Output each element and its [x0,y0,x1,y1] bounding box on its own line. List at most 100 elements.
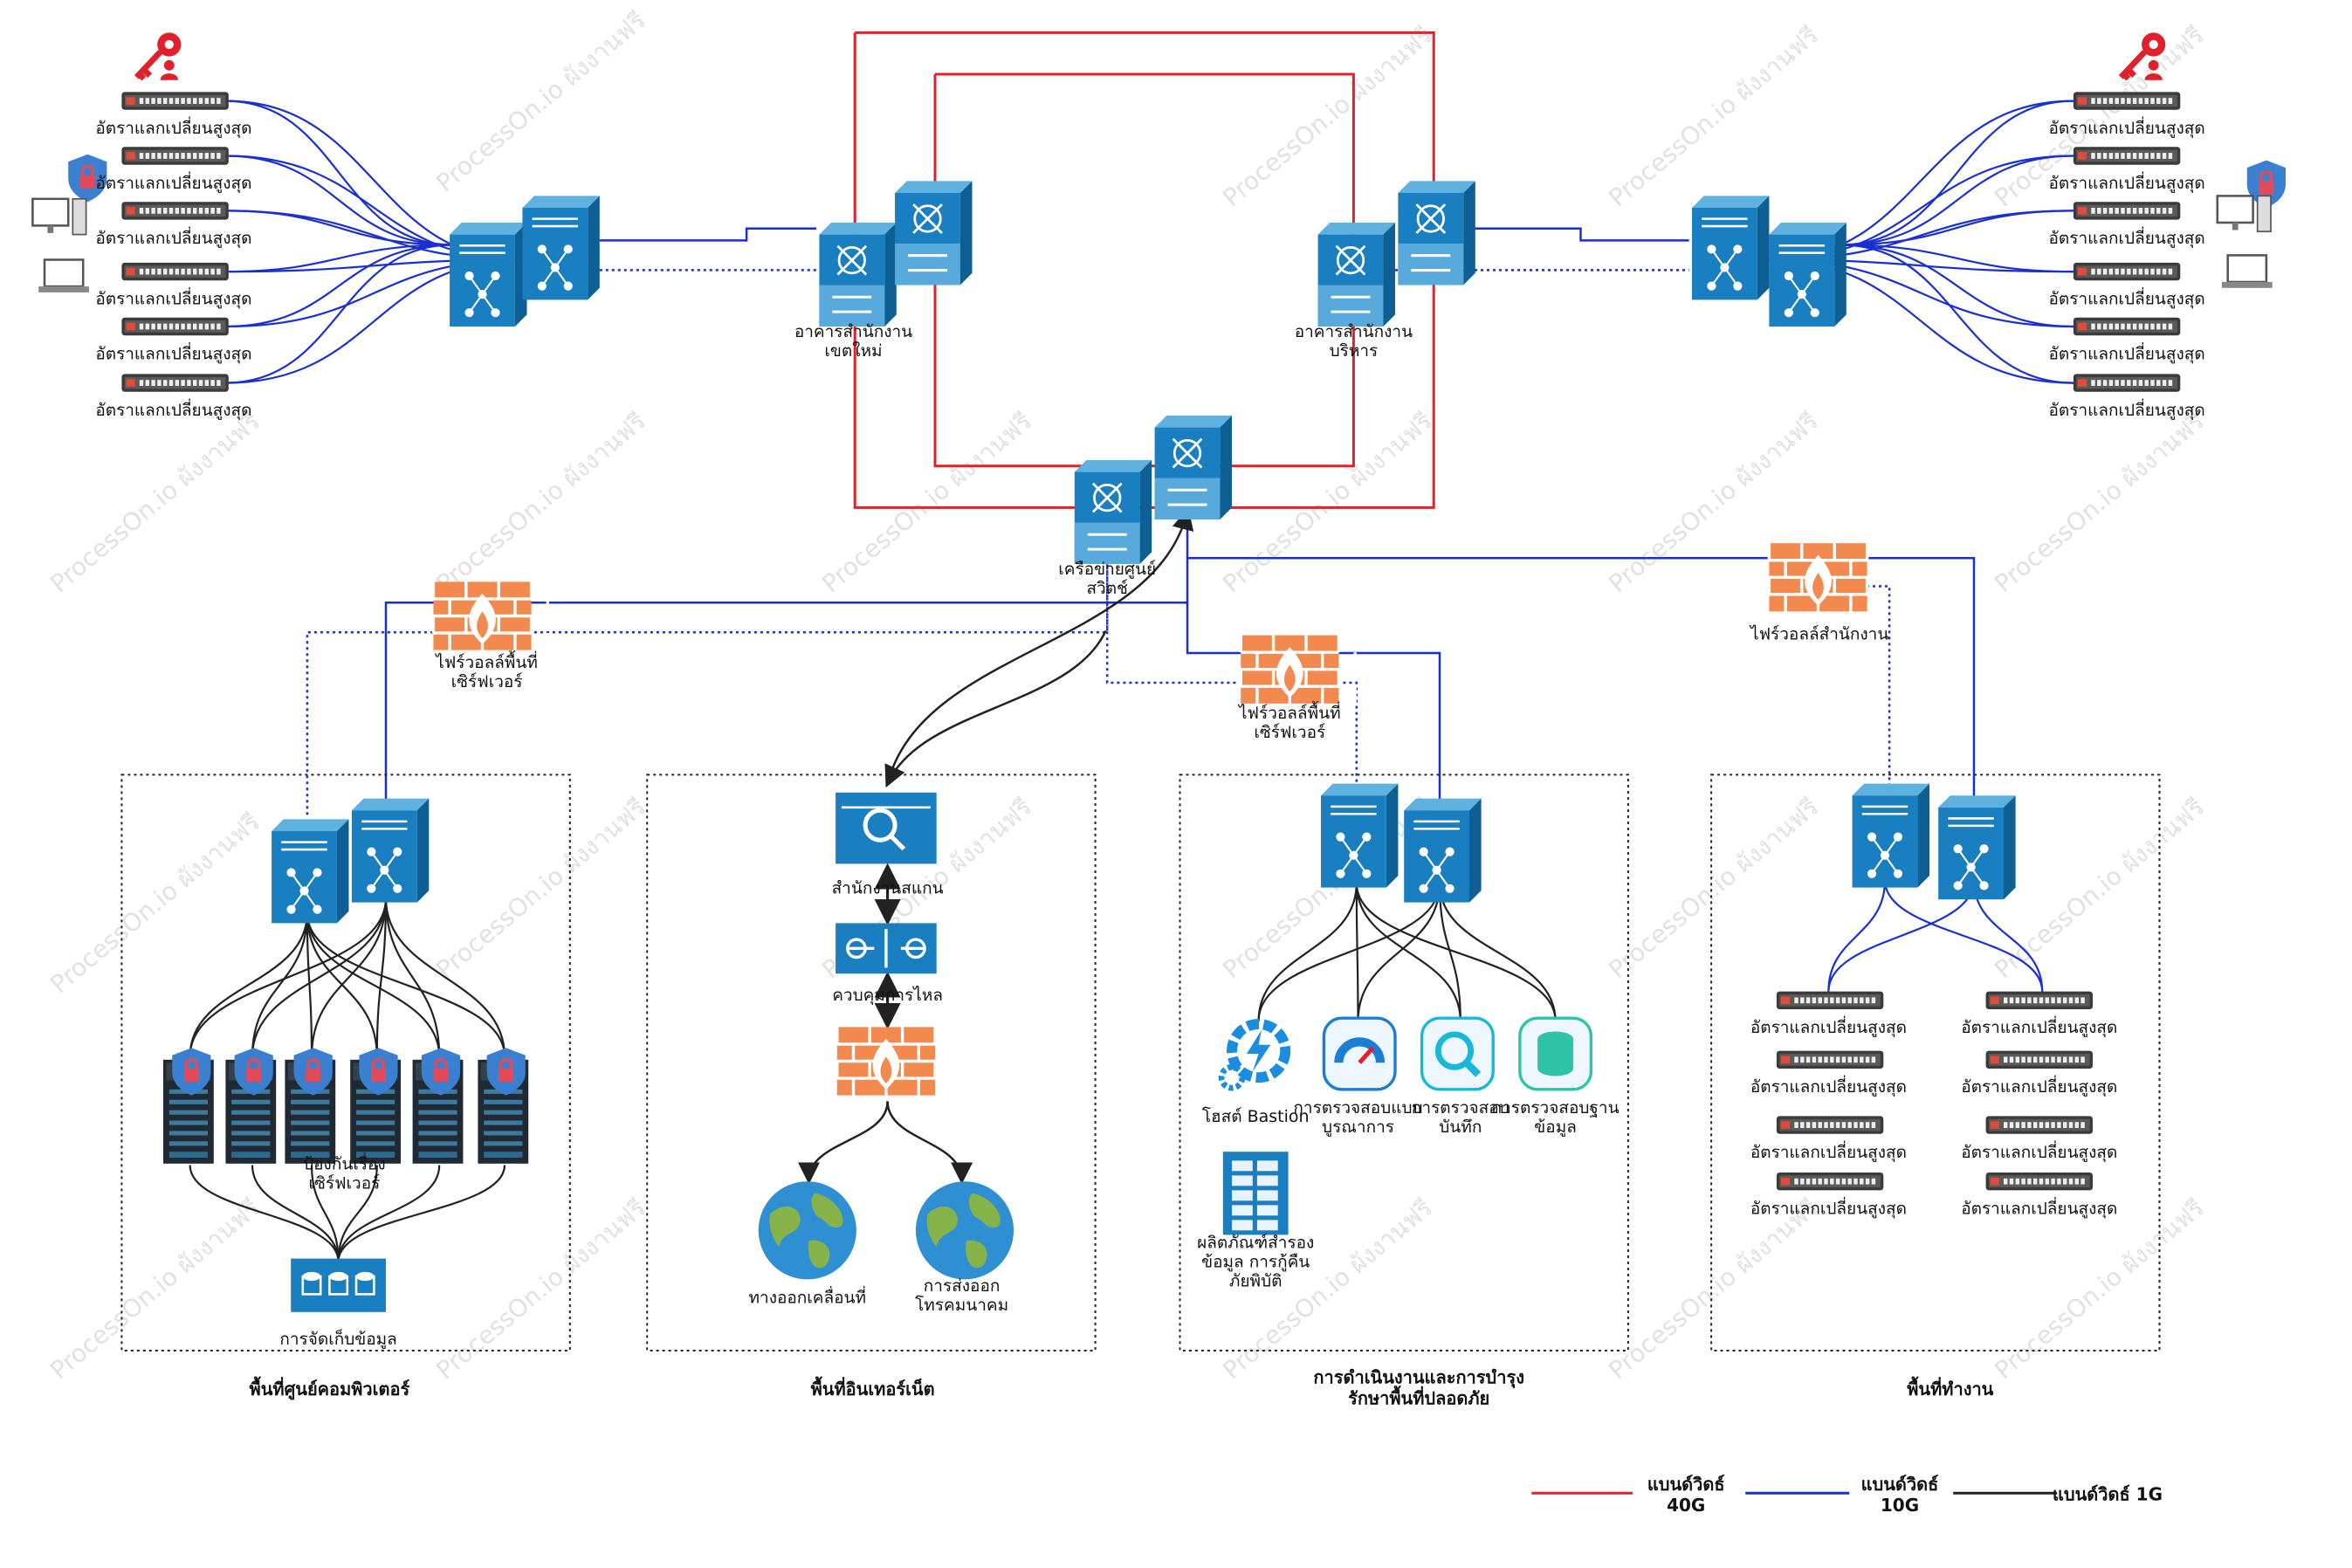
key-icon [134,32,182,81]
workarea-access-switch [1985,1050,2093,1069]
ops-switch-1 [1321,783,1399,888]
access-switch-right [2073,92,2181,110]
laptop-icon [2221,254,2273,288]
access-switch-label: อัตราแลกเปลี่ยนสูงสุด [2049,116,2205,139]
access-switch-label: อัตราแลกเปลี่ยนสูงสุด [2049,171,2205,194]
access-switch-right [2073,374,2181,392]
database-audit-label: การตรวจสอบฐานข้อมูล [1492,1098,1620,1137]
workarea-access-switch [1776,1116,1884,1134]
mobile-exit-label: ทางออกเคลื่อนที่ [749,1286,867,1308]
zone-title-datacenter: พื้นที่ศูนย์คอมพิวเตอร์ [250,1376,410,1401]
watermark-text: ProcessOn.io ผังงานฟรี [1989,407,2210,599]
connection-lines [189,31,2073,1495]
workarea-switch-label: อัตราแลกเปลี่ยนสูงสุด [1750,1197,1907,1220]
workarea-access-switch [1985,991,2093,1009]
workarea-switch-label: อัตราแลกเปลี่ยนสูงสุด [1961,1140,2117,1163]
legend-label: แบนด์วิดธ์ 1G [2053,1484,2163,1505]
desktop-pc-icon [31,197,87,236]
labels-layer: อัตราแลกเปลี่ยนสูงสุดอัตราแลกเปลี่ยนสูงส… [95,116,2204,1516]
link-1g-internet [884,629,1107,788]
link-1g-datacenter-server [251,897,388,1057]
firewall-label-server-mid: ไฟร์วอลล์พื้นที่เซิร์ฟเวอร์ [1237,701,1341,742]
firewall-server-area-left [431,581,549,650]
aggregation-switch-left-1 [450,223,527,327]
firewall-label-office: ไฟร์วอลล์สำนักงาน [1749,625,1888,644]
scanner-device-icon [836,792,937,864]
server-lock-icon [293,1048,333,1096]
link-10g-left-access [225,100,453,246]
link-1g-ops [1355,883,1557,1021]
core-label-center: เครือข่ายศูนย์สวิตช์ [1058,560,1156,598]
workarea-switch-label: อัตราแลกเปลี่ยนสูงสุด [1750,1075,1907,1097]
core-switch-center-2 [1154,416,1232,519]
aggregation-switch-right-2 [1769,223,1847,327]
link-1g-datacenter-server [306,912,441,1057]
flow-control-device-icon [836,923,937,974]
link-1g-ops [1355,883,1359,1021]
link-1g-ops [1357,883,1441,1021]
workarea-switch-label: อัตราแลกเปลี่ยนสูงสุด [1961,1075,2117,1097]
access-switch-left [121,262,229,281]
aggregation-switch-right-1 [1692,196,1770,300]
desktop-pc-icon [2216,195,2272,233]
access-switch-label: อัตราแลกเปลี่ยนสูงสุด [95,226,251,249]
server-lock-icon [359,1048,398,1096]
access-switch-label: อัตราแลกเปลี่ยนสูงสุด [2049,287,2205,310]
link-1g-datacenter-server [189,912,308,1057]
link-10g-right-access [1840,155,2073,246]
workarea-access-switch [1985,1116,2093,1134]
datacenter-switch-1 [272,819,349,924]
link-10g-workarea-backup [1781,585,1891,801]
core-switch-center-1 [1074,460,1152,564]
watermark-text: ProcessOn.io ผังงานฟรี [45,407,265,599]
watermark-text: ProcessOn.io ผังงานฟรี [816,407,1037,599]
link-1g-datacenter-server [189,897,388,1057]
link-1g-datacenter-server [310,897,388,1057]
watermark-text: ProcessOn.io ผังงานฟรี [1989,793,2210,985]
workarea-switch-label: อัตราแลกเปลี่ยนสูงสุด [1961,1015,2117,1038]
watermark-text: ProcessOn.io ผังงานฟรี [45,1193,265,1386]
link-1g-datacenter-server [306,912,313,1057]
link-10g-workarea [1187,556,1976,801]
bastion-gear-icon [1218,1019,1291,1091]
link-10g-right-access [1840,244,2073,384]
link-10g-workarea-access [1883,880,2044,992]
link-1g-ops [1438,883,1461,1021]
workarea-access-switch [1776,1050,1884,1069]
link-1g-datacenter-server [375,897,388,1057]
workarea-access-switch [1776,991,1884,1009]
link-40g-inner-ring [933,72,1355,468]
datacenter-server [163,1059,214,1164]
access-switch-right [2073,262,2181,281]
firewall-server-area-mid [1239,635,1357,704]
core-switch-admin-1 [1317,223,1395,327]
link-10g-right-access [1840,244,2073,328]
zone-title-ops: การดำเนินงานและการบำรุงรักษาพื้นที่ปลอดภ… [1313,1366,1524,1408]
access-switch-label: อัตราแลกเปลี่ยนสูงสุด [2049,398,2205,421]
workarea-switch-2 [1938,795,2016,900]
watermark-text: ProcessOn.io ผังงานฟรี [430,1193,651,1386]
ops-switch-2 [1404,798,1482,903]
storage-label: การจัดเก็บข้อมูล [279,1328,396,1349]
access-switch-left [121,147,229,165]
link-1g-ops [1257,883,1441,1021]
link-40g-outer-ring [853,31,1435,509]
telecom-label: การส่งออกโทรคมนาคม [915,1276,1008,1315]
core-switch-admin-2 [1398,181,1475,285]
workarea-switch-label: อัตราแลกเปลี่ยนสูงสุด [1961,1197,2117,1220]
link-10g-ops-backup [1105,558,1358,787]
access-switch-left [121,202,229,220]
legend-label: แบนด์วิดธ์40G [1647,1474,1725,1516]
link-1g-internet-up [886,507,1194,784]
link-1g-mobile [798,1101,889,1185]
datacenter-switch-2 [351,798,430,903]
access-switch-right [2073,147,2181,165]
security-shield-icon [68,154,107,203]
firewall-label-server-left: ไฟร์วอลล์พื้นที่เซิร์ฟเวอร์ [434,650,538,691]
server-lock-icon [172,1048,211,1096]
watermark-text: ProcessOn.io ผังงานฟรี [430,6,651,198]
link-1g-datacenter-storage [337,1165,378,1262]
server-lock-icon [234,1048,273,1096]
link-1g-datacenter-server [251,912,308,1057]
globe-telecom-icon [915,1181,1014,1280]
